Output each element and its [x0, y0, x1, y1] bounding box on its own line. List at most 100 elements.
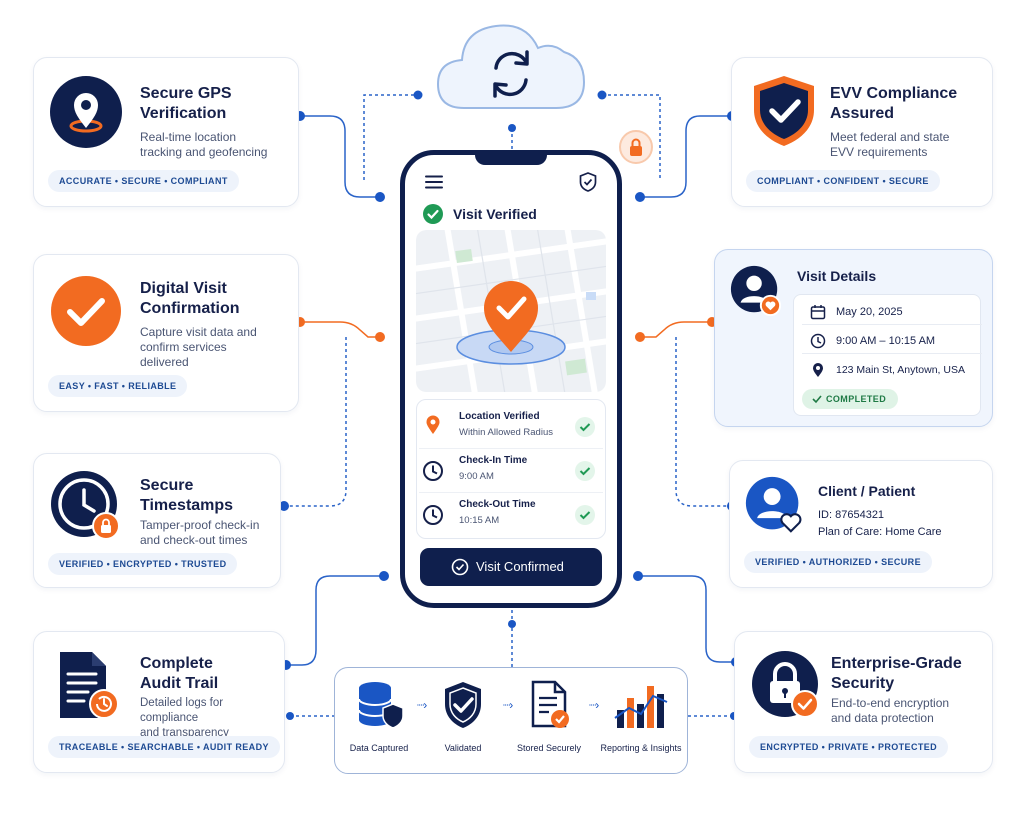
- phone-notch: [475, 150, 547, 165]
- row-sub: 9:00 AM: [459, 471, 494, 482]
- user-heart-icon: [730, 265, 782, 317]
- pipeline-step: Reporting & Insights: [597, 680, 685, 753]
- card-title: EVV Compliance: [830, 85, 958, 102]
- card-desc: EVV requirements: [830, 145, 928, 159]
- card-title: Verification: [140, 105, 227, 122]
- location-pin-icon: [426, 415, 440, 434]
- checkmark-circle-icon: [51, 276, 121, 346]
- menu-icon[interactable]: [425, 175, 443, 189]
- tag-pill: ENCRYPTED • PRIVATE • PROTECTED: [749, 736, 949, 758]
- arrow-icon: ┈›: [589, 698, 599, 712]
- check-icon: [812, 395, 822, 404]
- visit-date-row: May 20, 2025: [802, 299, 982, 325]
- tag-pill: ACCURATE • SECURE • COMPLIANT: [48, 170, 239, 192]
- visit-time-row: 9:00 AM – 10:15 AM: [802, 328, 982, 354]
- tag-pill: EASY • FAST • RELIABLE: [48, 375, 188, 397]
- calendar-icon: [810, 305, 826, 320]
- card-title: Client / Patient: [818, 483, 916, 499]
- shield-check-icon: [445, 682, 481, 728]
- clock-icon: [423, 461, 443, 481]
- map-pin-icon: [813, 363, 823, 377]
- card-secure-gps: Secure GPS Verification Real-time locatio…: [33, 57, 299, 207]
- document-history-icon: [60, 652, 119, 719]
- pipeline-step: Stored Securely: [509, 680, 589, 753]
- status-text: COMPLETED: [826, 394, 887, 404]
- list-item: Location Verified Within Allowed Radius: [419, 405, 603, 449]
- visit-address-row: 123 Main St, Anytown, USA: [802, 357, 982, 383]
- row-title: Check-Out Time: [459, 499, 536, 510]
- card-title: Confirmation: [140, 300, 240, 317]
- lock-badge-icon: [619, 130, 653, 164]
- visit-address: 123 Main St, Anytown, USA: [836, 364, 965, 376]
- tag-pill: TRACEABLE • SEARCHABLE • AUDIT READY: [48, 736, 280, 758]
- card-title: Timestamps: [140, 497, 234, 514]
- card-visit-details: Visit Details May 20, 2025 9:00 AM – 10:…: [714, 249, 993, 427]
- verified-header: Visit Verified: [423, 203, 603, 225]
- card-title: Secure GPS: [140, 85, 232, 102]
- card-title: Audit Trail: [140, 675, 219, 692]
- database-shield-icon: [358, 682, 404, 729]
- cloud-sync: [434, 18, 588, 112]
- shield-icon[interactable]: [579, 172, 597, 192]
- pipeline-label: Reporting & Insights: [600, 743, 682, 753]
- row-sub: 10:15 AM: [459, 515, 500, 526]
- arrow-icon: ┈›: [417, 698, 427, 712]
- card-client-patient: Client / Patient ID: 87654321 Plan of Ca…: [729, 460, 993, 588]
- client-plan: Plan of Care: Home Care: [818, 526, 942, 538]
- clock-lock-icon: [51, 471, 120, 540]
- cloud-sync-icon: [436, 24, 586, 109]
- card-desc: Capture visit data and: [140, 325, 257, 339]
- tag-pill: VERIFIED • ENCRYPTED • TRUSTED: [48, 553, 238, 575]
- card-desc: delivered: [140, 355, 189, 369]
- list-item: Check-Out Time 10:15 AM: [419, 493, 603, 537]
- bar-chart-icon: [614, 686, 668, 728]
- visit-date: May 20, 2025: [836, 306, 903, 318]
- shield-check-icon: [754, 76, 814, 146]
- button-label: Visit Confirmed: [476, 559, 564, 574]
- row-title: Check-In Time: [459, 455, 528, 466]
- check-icon: [575, 461, 595, 481]
- card-title: Assured: [830, 105, 895, 122]
- pipeline-label: Stored Securely: [516, 743, 582, 753]
- card-title: Enterprise-Grade: [831, 655, 962, 672]
- card-desc: Meet federal and state: [830, 130, 950, 144]
- card-title: Security: [831, 675, 895, 692]
- padlock-check-icon: [752, 651, 819, 718]
- check-icon: [575, 417, 595, 437]
- card-title: Digital Visit: [140, 280, 227, 297]
- card-desc: Tamper-proof check-in: [140, 518, 260, 532]
- status-badge: COMPLETED: [802, 389, 899, 409]
- check-circle-icon: [451, 558, 469, 576]
- arrow-icon: ┈›: [503, 698, 513, 712]
- clock-icon: [810, 333, 826, 349]
- data-pipeline: Data Captured ┈› Validated ┈› Stored Sec…: [334, 667, 688, 774]
- visit-details-panel: May 20, 2025 9:00 AM – 10:15 AM 123 Main…: [793, 294, 982, 416]
- row-sub: Within Allowed Radius: [459, 427, 553, 438]
- pipeline-label: Validated: [444, 743, 482, 753]
- card-desc: confirm services: [140, 340, 227, 354]
- card-desc: and check-out times: [140, 533, 248, 547]
- visit-time: 9:00 AM – 10:15 AM: [836, 335, 936, 347]
- map-view[interactable]: [416, 230, 606, 392]
- card-desc: End-to-end encryption: [831, 696, 950, 710]
- card-desc: tracking and geofencing: [140, 145, 268, 159]
- list-item: Check-In Time 9:00 AM: [419, 449, 603, 493]
- card-title: Secure: [140, 477, 194, 494]
- check-circle-icon: [423, 204, 443, 224]
- card-desc: Detailed logs for compliance: [140, 697, 224, 724]
- card-title: Visit Details: [797, 268, 877, 284]
- location-pin-icon: [50, 76, 122, 148]
- client-id: ID: 87654321: [818, 509, 885, 521]
- status-list: [416, 399, 606, 539]
- document-check-icon: [531, 680, 569, 728]
- pipeline-step: Validated: [423, 680, 503, 753]
- verified-title: Visit Verified: [453, 206, 537, 222]
- user-heart-icon: [745, 476, 802, 533]
- row-title: Location Verified: [459, 411, 540, 422]
- visit-confirmed-button[interactable]: Visit Confirmed: [420, 548, 602, 586]
- card-desc: Real-time location: [140, 130, 237, 144]
